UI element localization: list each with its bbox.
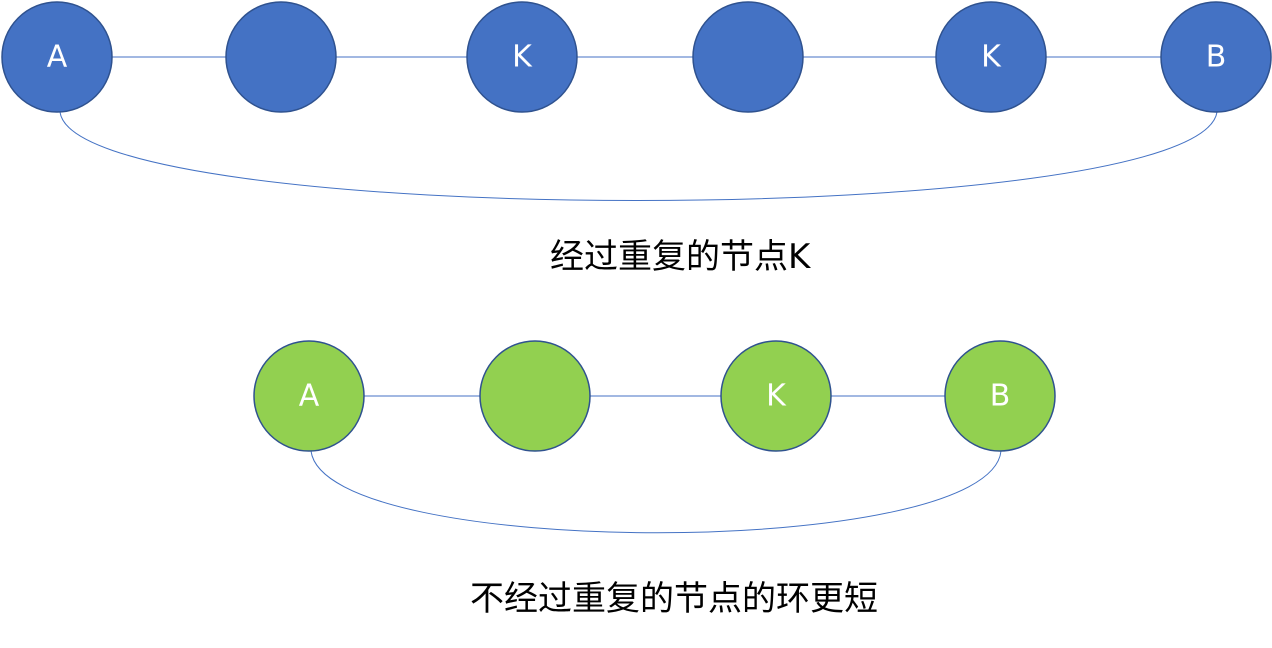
top-node-6-label: B [1206,40,1227,75]
top-closing-arc [59,111,1218,201]
top-path: A K K B [1,1,1272,201]
top-caption: 经过重复的节点K [550,237,811,277]
bottom-caption: 不经过重复的节点的环更短 [470,579,878,619]
bottom-node-4: B [944,340,1056,452]
top-node-5-label: K [981,40,1002,75]
bottom-node-2 [479,340,591,452]
top-node-4 [692,1,804,113]
top-node-3-label: K [512,40,533,75]
top-node-6: B [1160,1,1272,113]
bottom-closing-arc [310,450,1002,534]
bottom-node-4-label: B [990,379,1011,414]
bottom-node-1: A [253,340,365,452]
top-node-2 [225,1,337,113]
bottom-path: A K B [253,340,1056,534]
top-node-3: K [466,1,578,113]
bottom-node-1-label: A [299,379,320,414]
bottom-node-3: K [720,340,832,452]
top-node-1: A [1,1,113,113]
top-node-5: K [935,1,1047,113]
top-node-1-label: A [47,40,68,75]
bottom-node-3-label: K [766,379,787,414]
